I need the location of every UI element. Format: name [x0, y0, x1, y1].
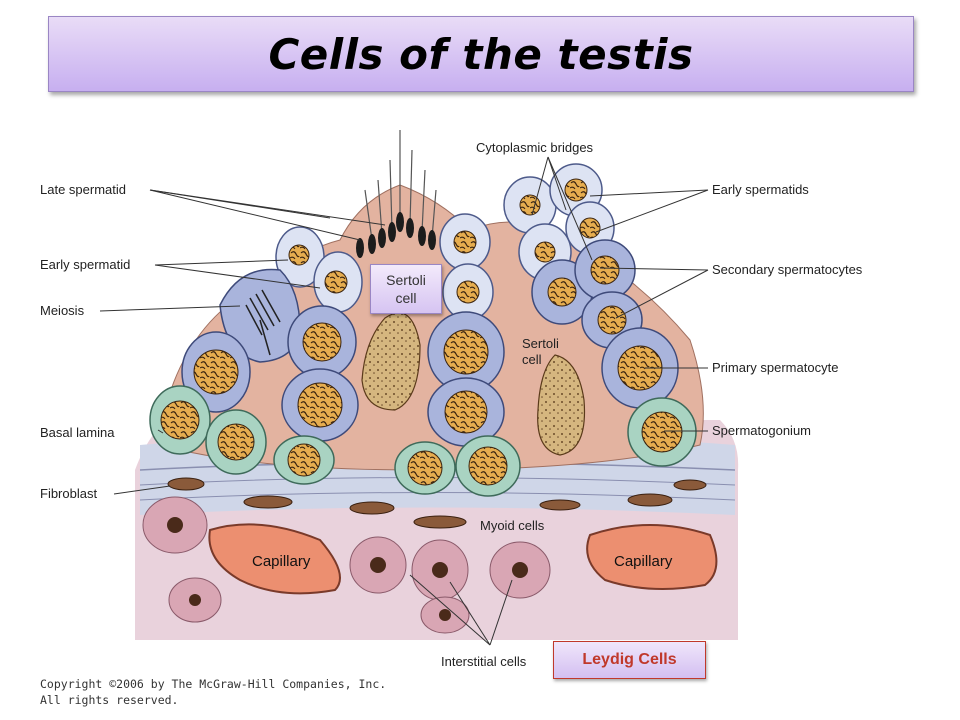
label-sertoli-cell: cell	[522, 352, 542, 367]
label-capillary-right: Capillary	[614, 553, 673, 570]
title-banner: Cells of the testis	[48, 16, 914, 92]
label-interstitial-cells: Interstitial cells	[441, 654, 527, 669]
spermatogonium-cells	[149, 385, 697, 497]
myoid-cells	[167, 477, 707, 529]
leader-lines	[99, 156, 709, 646]
label-meiosis: Meiosis	[40, 303, 85, 318]
label-early-spermatid: Early spermatid	[40, 257, 130, 272]
copyright: Copyright ©2006 by The McGraw-Hill Compa…	[40, 676, 386, 708]
label-fibroblast: Fibroblast	[40, 486, 97, 501]
sertoli-nuclei	[361, 312, 586, 456]
label-myoid-cells: Myoid cells	[480, 518, 545, 533]
leydig-callout: Leydig Cells	[553, 641, 706, 679]
page-title: Cells of the testis	[268, 29, 694, 79]
copyright-line1: Copyright ©2006 by The McGraw-Hill Compa…	[40, 677, 387, 691]
label-secondary-spermatocytes: Secondary spermatocytes	[712, 262, 863, 277]
sertoli-callout-line1: Sertoli	[386, 272, 426, 288]
capillaries	[208, 523, 718, 595]
spermatid-tails	[364, 130, 437, 241]
label-primary-spermatocyte: Primary spermatocyte	[712, 360, 838, 375]
copyright-line2: All rights reserved.	[40, 693, 179, 707]
label-cytoplasmic-bridges: Cytoplasmic bridges	[476, 140, 594, 155]
label-capillary-left: Capillary	[252, 553, 311, 570]
sertoli-callout-line2: cell	[395, 290, 417, 306]
leydig-callout-text: Leydig Cells	[582, 651, 677, 668]
label-sertoli: Sertoli	[522, 336, 559, 351]
spermatocyte-cells	[181, 239, 679, 447]
sertoli-callout: Sertoli cell	[370, 264, 442, 314]
label-late-spermatid: Late spermatid	[40, 182, 126, 197]
label-basal-lamina: Basal lamina	[40, 425, 115, 440]
late-spermatid-heads	[356, 212, 436, 258]
label-early-spermatids: Early spermatids	[712, 182, 809, 197]
label-spermatogonium: Spermatogonium	[712, 423, 811, 438]
interstitial-cells	[142, 496, 551, 634]
